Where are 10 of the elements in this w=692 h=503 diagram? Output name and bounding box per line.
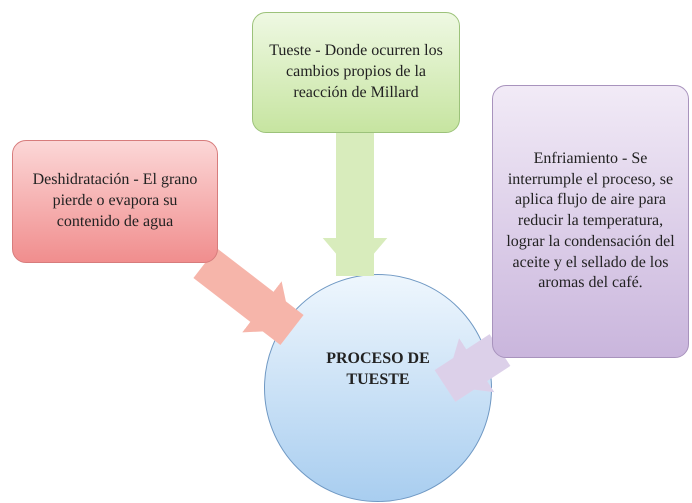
process-box: [12, 140, 218, 263]
node-label: Enfriamiento - Se interrumple el proceso, se aplica flujo de aire para reducir la temperatura, lograr la condensación del aceite y el sellado de los aromas del café.: [505, 148, 676, 294]
block-arrow: [322, 133, 388, 276]
process-box: [252, 12, 460, 133]
block-arrow: [193, 248, 304, 346]
node-label: Tueste - Donde ocurren los cambios propios de la reacción de Millard: [268, 41, 444, 103]
block-arrow: [434, 334, 510, 402]
process-box: [492, 85, 689, 358]
node-label: PROCESO DE TUESTE: [325, 349, 431, 390]
node-label: Deshidratación - El grano pierde o evapora su contenido de agua: [32, 170, 198, 232]
